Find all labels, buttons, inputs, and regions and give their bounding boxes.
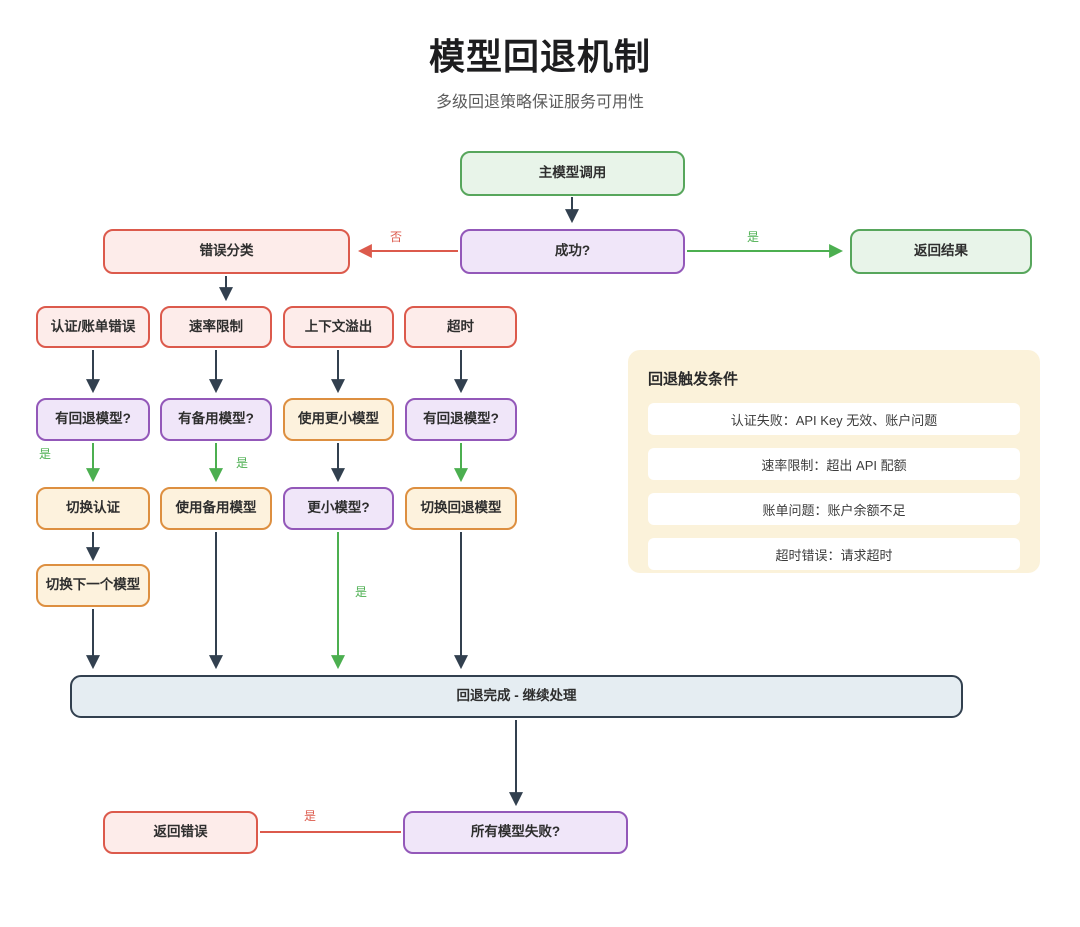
node-label: 返回错误 <box>153 824 208 840</box>
edge-label: 否 <box>390 230 402 244</box>
node-fallback-done: 回退完成 - 继续处理 <box>70 675 963 718</box>
node-label: 切换下一个模型 <box>45 577 141 593</box>
node-label: 上下文溢出 <box>304 318 373 334</box>
node-label: 所有模型失败? <box>470 824 561 840</box>
panel-item: 认证失败：API Key 无效、账户问题 <box>648 403 1020 435</box>
node-label: 错误分类 <box>199 243 254 259</box>
edge-label: 是 <box>304 809 316 823</box>
node-switch-next: 切换下一个模型 <box>36 564 150 607</box>
edge-label: 是 <box>236 456 248 470</box>
node-label: 回退完成 - 继续处理 <box>456 688 577 704</box>
node-label: 有回退模型? <box>55 411 131 427</box>
panel-item: 超时错误：请求超时 <box>648 538 1020 570</box>
node-return-error: 返回错误 <box>103 811 258 854</box>
node-switch-fallback: 切换回退模型 <box>405 487 517 530</box>
node-label: 认证/账单错误 <box>50 318 136 334</box>
node-context-overflow: 上下文溢出 <box>283 306 394 348</box>
node-use-backup: 使用备用模型 <box>160 487 272 530</box>
node-success: 成功? <box>460 229 685 274</box>
node-has-backup: 有备用模型? <box>160 398 272 441</box>
node-return-result: 返回结果 <box>850 229 1032 274</box>
node-label: 成功? <box>554 243 591 259</box>
node-label: 有回退模型? <box>423 411 499 427</box>
node-has-fallback-1: 有回退模型? <box>36 398 150 441</box>
node-label: 使用更小模型 <box>298 411 379 427</box>
fallback-conditions-panel: 回退触发条件 认证失败：API Key 无效、账户问题速率限制：超出 API 配… <box>628 350 1040 573</box>
edge-label: 是 <box>355 585 367 599</box>
node-label: 切换回退模型 <box>420 500 502 516</box>
node-all-failed: 所有模型失败? <box>403 811 628 854</box>
node-label: 返回结果 <box>914 243 968 259</box>
node-label: 主模型调用 <box>538 165 607 181</box>
node-label: 更小模型? <box>307 500 370 516</box>
node-use-smaller: 使用更小模型 <box>283 398 394 441</box>
panel-item: 账单问题：账户余额不足 <box>648 493 1020 525</box>
node-error-classify: 错误分类 <box>103 229 350 274</box>
node-timeout: 超时 <box>404 306 517 348</box>
node-label: 速率限制 <box>189 318 243 334</box>
node-label: 切换认证 <box>66 500 120 516</box>
panel-title: 回退触发条件 <box>648 371 739 388</box>
node-has-fallback-2: 有回退模型? <box>405 398 517 441</box>
node-label: 使用备用模型 <box>175 500 257 516</box>
panel-item: 速率限制：超出 API 配额 <box>648 448 1020 480</box>
node-auth-error: 认证/账单错误 <box>36 306 150 348</box>
node-main-call: 主模型调用 <box>460 151 685 196</box>
node-label: 有备用模型? <box>178 411 254 427</box>
edge-label: 是 <box>747 230 759 244</box>
node-label: 超时 <box>447 318 474 334</box>
page-subtitle: 多级回退策略保证服务可用性 <box>435 94 644 111</box>
node-switch-auth: 切换认证 <box>36 487 150 530</box>
edge-label: 是 <box>39 447 51 461</box>
node-rate-limit: 速率限制 <box>160 306 272 348</box>
panel-list: 认证失败：API Key 无效、账户问题速率限制：超出 API 配额账单问题：账… <box>648 403 1020 570</box>
page-title: 模型回退机制 <box>428 36 651 77</box>
node-smaller-model: 更小模型? <box>283 487 394 530</box>
